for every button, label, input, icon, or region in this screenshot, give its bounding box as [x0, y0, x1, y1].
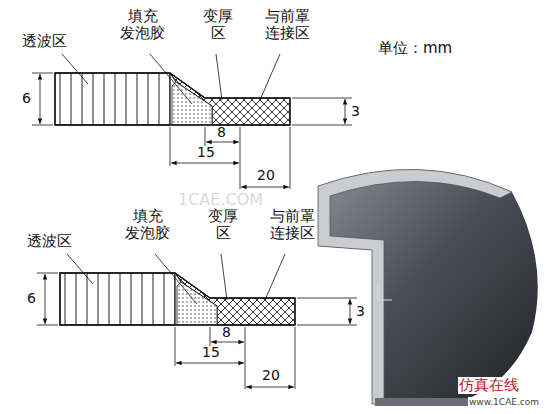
- unit-note: 单位：mm: [378, 40, 452, 57]
- dimension-value: 8: [217, 124, 226, 140]
- dimension-value: 8: [222, 324, 231, 340]
- zone-label: 填充 发泡胶: [118, 8, 168, 43]
- dimension-value: 6: [22, 90, 31, 106]
- zone-label: 与前罩 连接区: [262, 8, 313, 43]
- top-section: [32, 54, 352, 189]
- zone-label: 变厚 区: [206, 208, 241, 243]
- zone-label: 变厚 区: [201, 8, 236, 43]
- radome-cutaway: [318, 169, 538, 406]
- watermark: 1CAE.COM: [178, 191, 263, 209]
- dimension-value: 3: [351, 103, 360, 119]
- dimension-value: 15: [202, 344, 220, 360]
- dimension-value: 3: [356, 303, 365, 319]
- dimension-value: 20: [257, 167, 275, 183]
- watermark: 仿真在线: [458, 377, 520, 394]
- zone-label: 与前罩 连接区: [267, 208, 318, 243]
- zone-label: 透波区: [22, 33, 67, 50]
- bottom-section: [37, 254, 357, 389]
- dimension-value: 15: [197, 144, 215, 160]
- zone-label: 透波区: [27, 233, 72, 250]
- dimension-value: 20: [262, 367, 280, 383]
- watermark: www.1CAE.com: [468, 397, 540, 407]
- zone-label: 填充 发泡胶: [123, 208, 173, 243]
- dimension-value: 6: [27, 290, 36, 306]
